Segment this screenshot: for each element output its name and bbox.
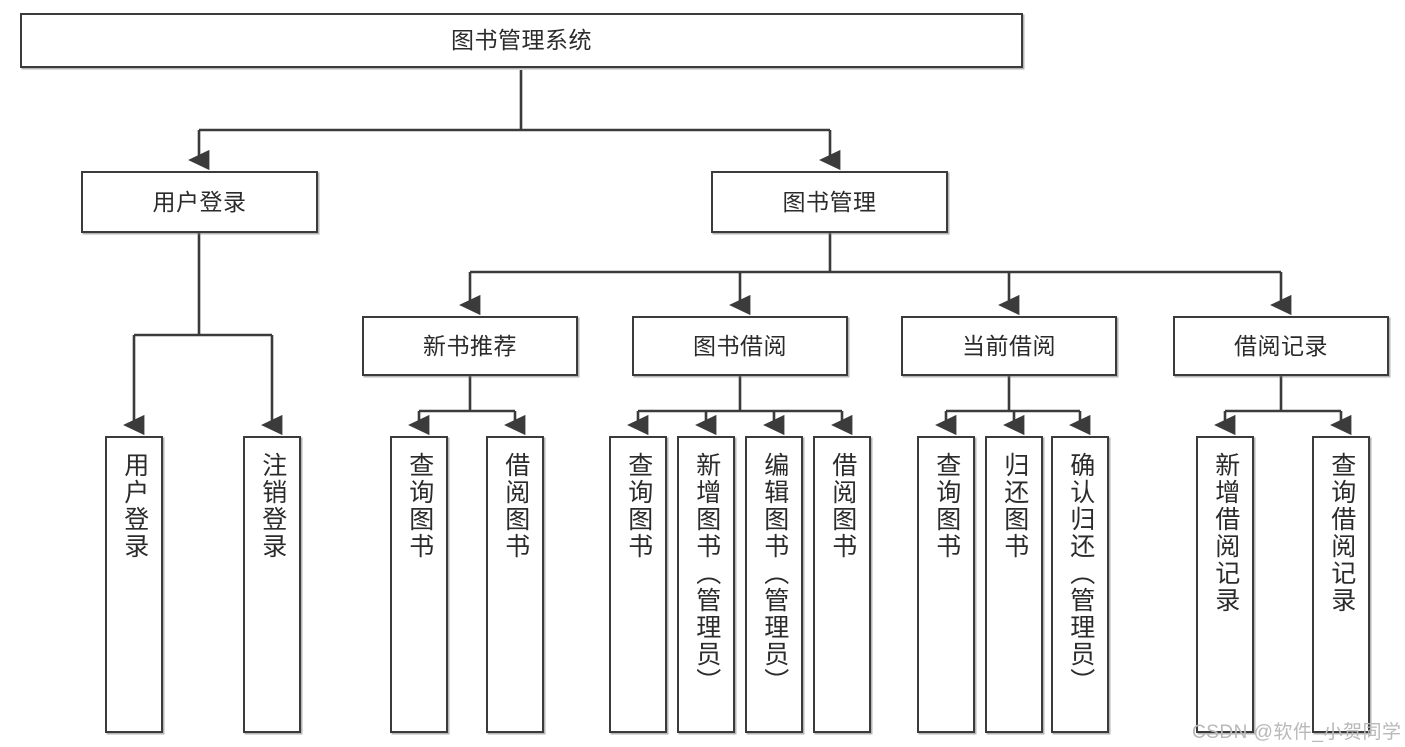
node-label: 借阅图书 <box>828 452 857 560</box>
node-leaf-add-borrow-record[interactable]: 新增借阅记录 <box>1196 436 1254 733</box>
node-leaf-query-book-borrow[interactable]: 查询图书 <box>609 436 667 733</box>
node-label: 新增借阅记录 <box>1211 452 1240 614</box>
node-label: 确认归还（管理员） <box>1066 452 1095 695</box>
node-leaf-query-book-new[interactable]: 查询图书 <box>390 436 448 733</box>
node-leaf-query-book-current[interactable]: 查询图书 <box>917 436 975 733</box>
node-label: 新书推荐 <box>423 332 517 359</box>
node-label: 查询借阅记录 <box>1327 452 1356 614</box>
node-leaf-confirm-return-admin[interactable]: 确认归还（管理员） <box>1051 436 1109 733</box>
node-leaf-logout[interactable]: 注销登录 <box>243 436 301 733</box>
node-label: 归还图书 <box>1000 452 1029 560</box>
node-leaf-query-borrow-record[interactable]: 查询借阅记录 <box>1312 436 1370 733</box>
node-borrow-records[interactable]: 借阅记录 <box>1173 316 1389 376</box>
node-label: 用户登录 <box>120 452 149 560</box>
node-root[interactable]: 图书管理系统 <box>20 13 1023 68</box>
node-current-borrow[interactable]: 当前借阅 <box>901 316 1117 376</box>
node-label: 查询图书 <box>932 452 961 560</box>
node-leaf-edit-book-admin[interactable]: 编辑图书（管理员） <box>745 436 803 733</box>
node-leaf-user-login[interactable]: 用户登录 <box>105 436 163 733</box>
node-label: 注销登录 <box>258 452 287 560</box>
node-label: 查询图书 <box>624 452 653 560</box>
node-label: 借阅图书 <box>501 452 530 560</box>
node-new-book-recommend[interactable]: 新书推荐 <box>362 316 578 376</box>
node-label: 查询图书 <box>405 452 434 560</box>
node-label: 当前借阅 <box>962 332 1056 359</box>
node-user-login[interactable]: 用户登录 <box>81 171 318 233</box>
node-label: 图书管理系统 <box>451 27 592 54</box>
node-label: 用户登录 <box>152 188 247 215</box>
node-leaf-add-book-admin[interactable]: 新增图书（管理员） <box>677 436 735 733</box>
node-leaf-borrow-book[interactable]: 借阅图书 <box>813 436 871 733</box>
node-label: 借阅记录 <box>1234 332 1328 359</box>
node-leaf-borrow-book-new[interactable]: 借阅图书 <box>486 436 544 733</box>
node-leaf-return-book[interactable]: 归还图书 <box>985 436 1043 733</box>
node-label: 图书借阅 <box>693 332 787 359</box>
node-book-borrow[interactable]: 图书借阅 <box>632 316 848 376</box>
node-label: 编辑图书（管理员） <box>760 452 789 695</box>
node-label: 图书管理 <box>782 188 877 215</box>
node-label: 新增图书（管理员） <box>692 452 721 695</box>
node-book-management[interactable]: 图书管理 <box>711 171 948 233</box>
